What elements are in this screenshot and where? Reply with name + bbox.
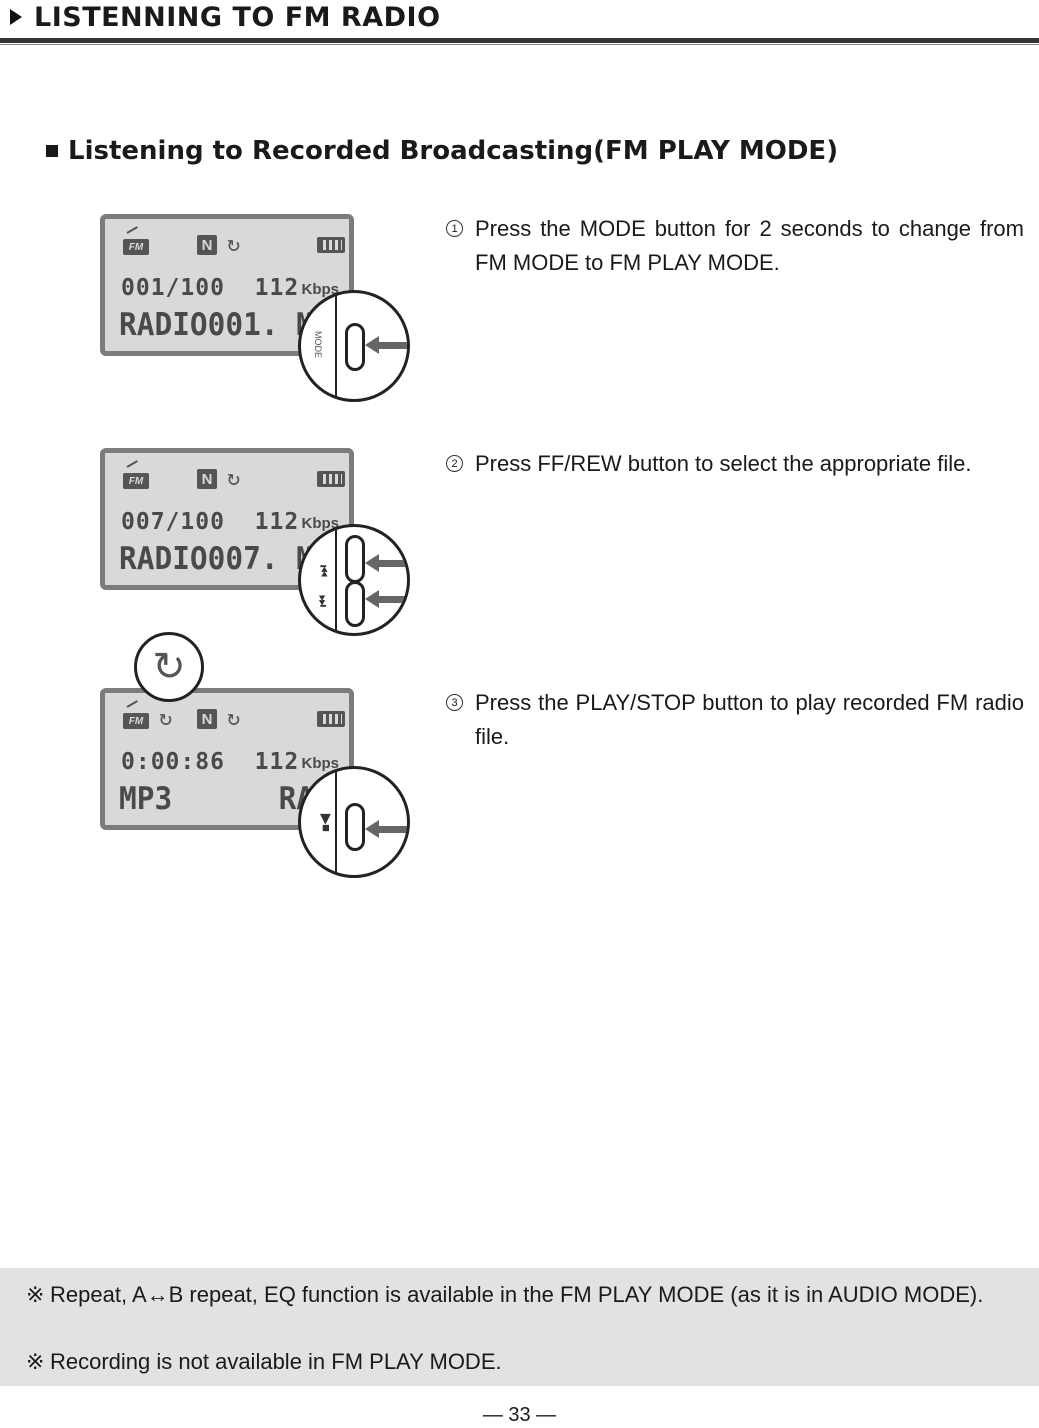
lcd-status-icons: FM N ↻: [119, 467, 345, 493]
ff-button[interactable]: [345, 581, 365, 627]
header-rule: [0, 38, 1039, 43]
fm-radio-icon: FM: [123, 713, 149, 729]
lcd-status-icons: FM ↻ N ↻: [119, 707, 345, 733]
press-arrow-icon: [365, 554, 407, 572]
reference-mark-icon: ※: [26, 1282, 45, 1307]
repeat-icon: ↻: [227, 466, 241, 491]
step-number-3: 3: [446, 694, 463, 711]
play-stop-button-zoom: ▶■: [298, 766, 410, 878]
fast-forward-icon: ⏭: [315, 595, 331, 607]
lcd-track-counter: 007/100 112: [121, 509, 300, 535]
lcd-play-time: 0:00:86 112: [121, 749, 300, 775]
rewind-icon: ⏮: [315, 565, 331, 577]
page-number: — 33 —: [482, 1404, 557, 1426]
press-arrow-icon: [365, 336, 407, 354]
fm-radio-icon: FM: [123, 473, 149, 489]
square-bullet-icon: [46, 145, 58, 157]
section-heading: Listening to Recorded Broadcasting(FM PL…: [46, 136, 838, 166]
page-header-title: LISTENNING TO FM RADIO: [34, 1, 441, 33]
repeat-indicator-zoom-icon: ↻: [134, 632, 204, 702]
lcd-status-icons: FM N ↻: [119, 233, 345, 259]
repeat-icon: ↻: [227, 706, 241, 731]
step-text-3: Press the PLAY/STOP button to play recor…: [475, 690, 1024, 749]
mode-button-label: MODE: [313, 331, 323, 358]
mode-button[interactable]: [345, 323, 365, 371]
page-header: LISTENNING TO FM RADIO: [10, 0, 441, 34]
lcd-bitrate-unit: Kbps: [301, 281, 340, 298]
lcd-bitrate-unit: Kbps: [301, 755, 340, 772]
fm-radio-icon: FM: [123, 239, 149, 255]
device-edge: [335, 769, 337, 875]
n-mode-icon: N: [197, 709, 217, 729]
play-stop-button[interactable]: [345, 803, 365, 851]
note-text-1: Repeat, A↔B repeat, EQ function is avail…: [50, 1282, 984, 1307]
header-rule-thin: [0, 44, 1039, 45]
lcd-file-name: RADIO007. M: [119, 541, 315, 577]
section-heading-text: Listening to Recorded Broadcasting(FM PL…: [68, 136, 839, 166]
lcd-file-name: RADIO001. M: [119, 307, 315, 343]
step-2: 2 Press FF/REW button to select the appr…: [446, 447, 1024, 481]
rew-button[interactable]: [345, 535, 365, 583]
lcd-screen-1: FM N ↻ 001/100 112 Kbps RADIO001. M: [100, 214, 354, 356]
step-3: 3 Press the PLAY/STOP button to play rec…: [446, 686, 1024, 754]
note-text-2: Recording is not available in FM PLAY MO…: [50, 1349, 502, 1374]
n-mode-icon: N: [197, 469, 217, 489]
note-1: ※ Repeat, A↔B repeat, EQ function is ava…: [26, 1278, 1016, 1312]
lcd-file-name: MP3 RA: [119, 781, 315, 817]
mode-button-zoom: MODE: [298, 290, 410, 402]
lcd-bitrate-unit: Kbps: [301, 515, 340, 532]
step-number-2: 2: [446, 455, 463, 472]
play-stop-icon: ▶■: [318, 814, 334, 832]
device-edge: [335, 293, 337, 399]
press-arrow-icon: [365, 590, 407, 608]
battery-icon: [317, 711, 345, 727]
repeat-icon: ↻: [227, 232, 241, 257]
step-1: 1 Press the MODE button for 2 seconds to…: [446, 212, 1024, 280]
n-mode-icon: N: [197, 235, 217, 255]
repeat-one-icon: ↻: [159, 706, 173, 731]
step-text-2: Press FF/REW button to select the approp…: [475, 451, 972, 476]
battery-icon: [317, 237, 345, 253]
notes-box: ※ Repeat, A↔B repeat, EQ function is ava…: [0, 1268, 1039, 1386]
step-number-1: 1: [446, 220, 463, 237]
play-triangle-icon: [10, 9, 22, 25]
reference-mark-icon: ※: [26, 1349, 45, 1374]
press-arrow-icon: [365, 820, 407, 838]
device-edge: [335, 527, 337, 633]
lcd-track-counter: 001/100 112: [121, 275, 300, 301]
step-text-1: Press the MODE button for 2 seconds to c…: [475, 216, 1024, 275]
battery-icon: [317, 471, 345, 487]
lcd-screen-2: FM N ↻ 007/100 112 Kbps RADIO007. M: [100, 448, 354, 590]
ff-rew-button-zoom: ⏮ ⏭: [298, 524, 410, 636]
note-2: ※ Recording is not available in FM PLAY …: [26, 1345, 1016, 1379]
